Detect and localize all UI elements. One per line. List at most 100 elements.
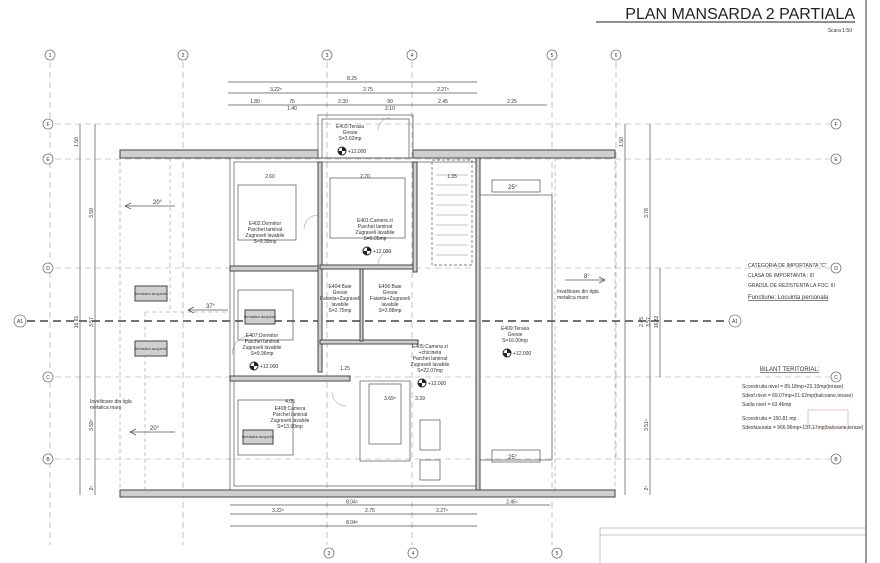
room-detail: Zugraveli lavabile bbox=[271, 418, 310, 424]
level-marker-fill bbox=[503, 349, 511, 357]
room-detail: Gresie bbox=[343, 130, 358, 136]
room-detail: Parchet laminat bbox=[413, 356, 448, 362]
dim: 3.57 bbox=[89, 317, 95, 327]
room-detail: S=9.96mp bbox=[251, 351, 274, 357]
grid-col-5-bottom: 5 bbox=[556, 551, 559, 557]
grid-col-3-bottom: 3 bbox=[328, 551, 331, 557]
room-detail: S=2.75mp bbox=[329, 308, 352, 314]
grid-row-b-right: B bbox=[834, 457, 838, 463]
dim: 1.35 bbox=[447, 174, 457, 180]
room-detail: Faianta+Zugraveli bbox=[370, 296, 410, 302]
dim: 2.45⁵ bbox=[506, 500, 518, 506]
room-code: E408:Camera bbox=[275, 406, 306, 412]
dim: 2.75 bbox=[363, 87, 373, 93]
dim: 2.25 bbox=[507, 99, 517, 105]
roof-window-label: fereastra acoperis bbox=[135, 346, 167, 351]
room-detail: Parchet laminat bbox=[248, 227, 283, 233]
bilant-line: Sconstruita nivel = 89.18mp+23.10mp(tera… bbox=[742, 384, 844, 390]
dim: 1.80 bbox=[250, 99, 260, 105]
dim: 3.22⁵ bbox=[270, 87, 282, 93]
room-level: +12.000 bbox=[260, 364, 278, 370]
room-detail: S=22.07mp bbox=[417, 368, 443, 374]
roof-window: fereastra acoperis bbox=[244, 309, 276, 325]
dim: 1.50 bbox=[619, 137, 625, 147]
top-dimensions: 8.25 3.22⁵ 2.75 2.27⁵ 1.80 75 1.40 2.30 … bbox=[228, 76, 547, 112]
dim: 75 bbox=[289, 99, 295, 105]
room-code: E402:Dormitor bbox=[249, 221, 282, 227]
dim: 3.69⁵ bbox=[384, 396, 396, 402]
roof-annotations: 20° 37° 8° 20° 25° 25° fereastra acoperi… bbox=[90, 179, 606, 463]
covering-note: metalica maro bbox=[557, 295, 589, 301]
room-detail: lavabile bbox=[332, 302, 349, 308]
grid-row-d: D bbox=[46, 266, 50, 272]
slope-label: 37° bbox=[206, 304, 216, 310]
room-level: +12.000 bbox=[513, 351, 531, 357]
level-marker-fill bbox=[418, 379, 426, 387]
slope-label: 25° bbox=[508, 185, 518, 191]
dim: 2.70 bbox=[360, 174, 370, 180]
room-detail: Parchet laminat bbox=[245, 339, 280, 345]
roof-window: fereastra acoperis bbox=[134, 340, 168, 357]
dim: 2.60 bbox=[265, 174, 275, 180]
room-detail: Zugraveli lavabile bbox=[411, 362, 450, 368]
grid-row-f-right: F bbox=[834, 122, 837, 128]
grid-col-4-bottom: 4 bbox=[412, 551, 415, 557]
bilant-teritorial: BILANT TERITORIAL: Sconstruita nivel = 8… bbox=[742, 367, 864, 431]
dim: 3.22⁵ bbox=[272, 508, 284, 514]
slope-label: 25° bbox=[508, 455, 518, 461]
function-text: Functiune: Locuinta personala bbox=[748, 295, 829, 301]
plan-title: PLAN MANSARDA 2 PARTIALA bbox=[625, 6, 855, 23]
grid-row-c: C bbox=[46, 375, 50, 381]
grid-row-e: E bbox=[46, 157, 50, 163]
level-marker-fill bbox=[250, 362, 258, 370]
dim: 3.51⁵ bbox=[644, 419, 650, 431]
grid-rows: F E D A1 C B F E D A1 C B bbox=[13, 118, 842, 465]
side-dimensions: 1.50 3.59 16.81 3.57 3.59⁵ 2⁵ 1.50 3.78 … bbox=[74, 124, 661, 495]
grid-col-1: 1 bbox=[49, 53, 52, 59]
room-detail: S=9.39mp bbox=[254, 239, 277, 245]
dim: 3.39 bbox=[415, 396, 425, 402]
fire-rating-text: GRADUL DE REZISTENTA LA FOC: III bbox=[748, 283, 835, 289]
roof-window: fereastra acoperis bbox=[242, 429, 274, 445]
roof-window-label: fereastra acoperis bbox=[242, 434, 274, 439]
grid-columns: 1 2 3 4 5 6 3 4 5 bbox=[44, 49, 622, 559]
dim: 90 bbox=[387, 99, 393, 105]
room-e404: E404:BaieGresieFaianta+Zugravelilavabile… bbox=[320, 284, 360, 314]
stamp bbox=[807, 409, 849, 429]
dim: 2.30 bbox=[338, 99, 348, 105]
level-marker-fill bbox=[363, 247, 371, 255]
room-level: +12.000 bbox=[348, 149, 366, 155]
category-text: CATEGORIA DE IMPORTANTA "C" bbox=[748, 263, 827, 269]
room-level: +12.000 bbox=[373, 249, 391, 255]
roof-outline bbox=[119, 157, 616, 494]
room-detail: Zugraveli lavabile bbox=[246, 233, 285, 239]
bilant-line: Sutila nivel = 63.46mp bbox=[742, 402, 792, 408]
info-block: CATEGORIA DE IMPORTANTA "C" CLASA DE IMP… bbox=[748, 263, 835, 301]
room-code: E401:Camera zi bbox=[357, 218, 393, 224]
grid-row-c-right: C bbox=[834, 375, 838, 381]
room-detail: S=16.00mp bbox=[502, 338, 528, 344]
grid-row-d-right: D bbox=[834, 266, 838, 272]
room-detail: Gresie bbox=[333, 290, 348, 296]
room-detail: S=2.88mp bbox=[379, 308, 402, 314]
room-detail: Faianta+Zugraveli bbox=[320, 296, 360, 302]
dim: 2.75 bbox=[365, 508, 375, 514]
room-detail: Zugraveli lavabile bbox=[356, 230, 395, 236]
room-detail: Parchet laminat bbox=[273, 412, 308, 418]
dim-top-total: 8.25 bbox=[347, 76, 357, 82]
dim: 8.04⁵ bbox=[346, 500, 358, 506]
room-detail: lavabile bbox=[382, 302, 399, 308]
dim: 1.40 bbox=[287, 106, 297, 112]
bilant-line: Sdesf.nivel = 69.07mp+21.62mp(balcoane,t… bbox=[742, 393, 853, 399]
covering-note: metalica maro bbox=[90, 405, 122, 411]
eave-band-bottom bbox=[119, 489, 616, 498]
room-detail: S=13.90mp bbox=[277, 424, 303, 430]
bilant-title: BILANT TERITORIAL: bbox=[760, 367, 820, 373]
grid-row-b: B bbox=[46, 457, 50, 463]
scale-label: Scara 1:50 bbox=[828, 28, 852, 34]
